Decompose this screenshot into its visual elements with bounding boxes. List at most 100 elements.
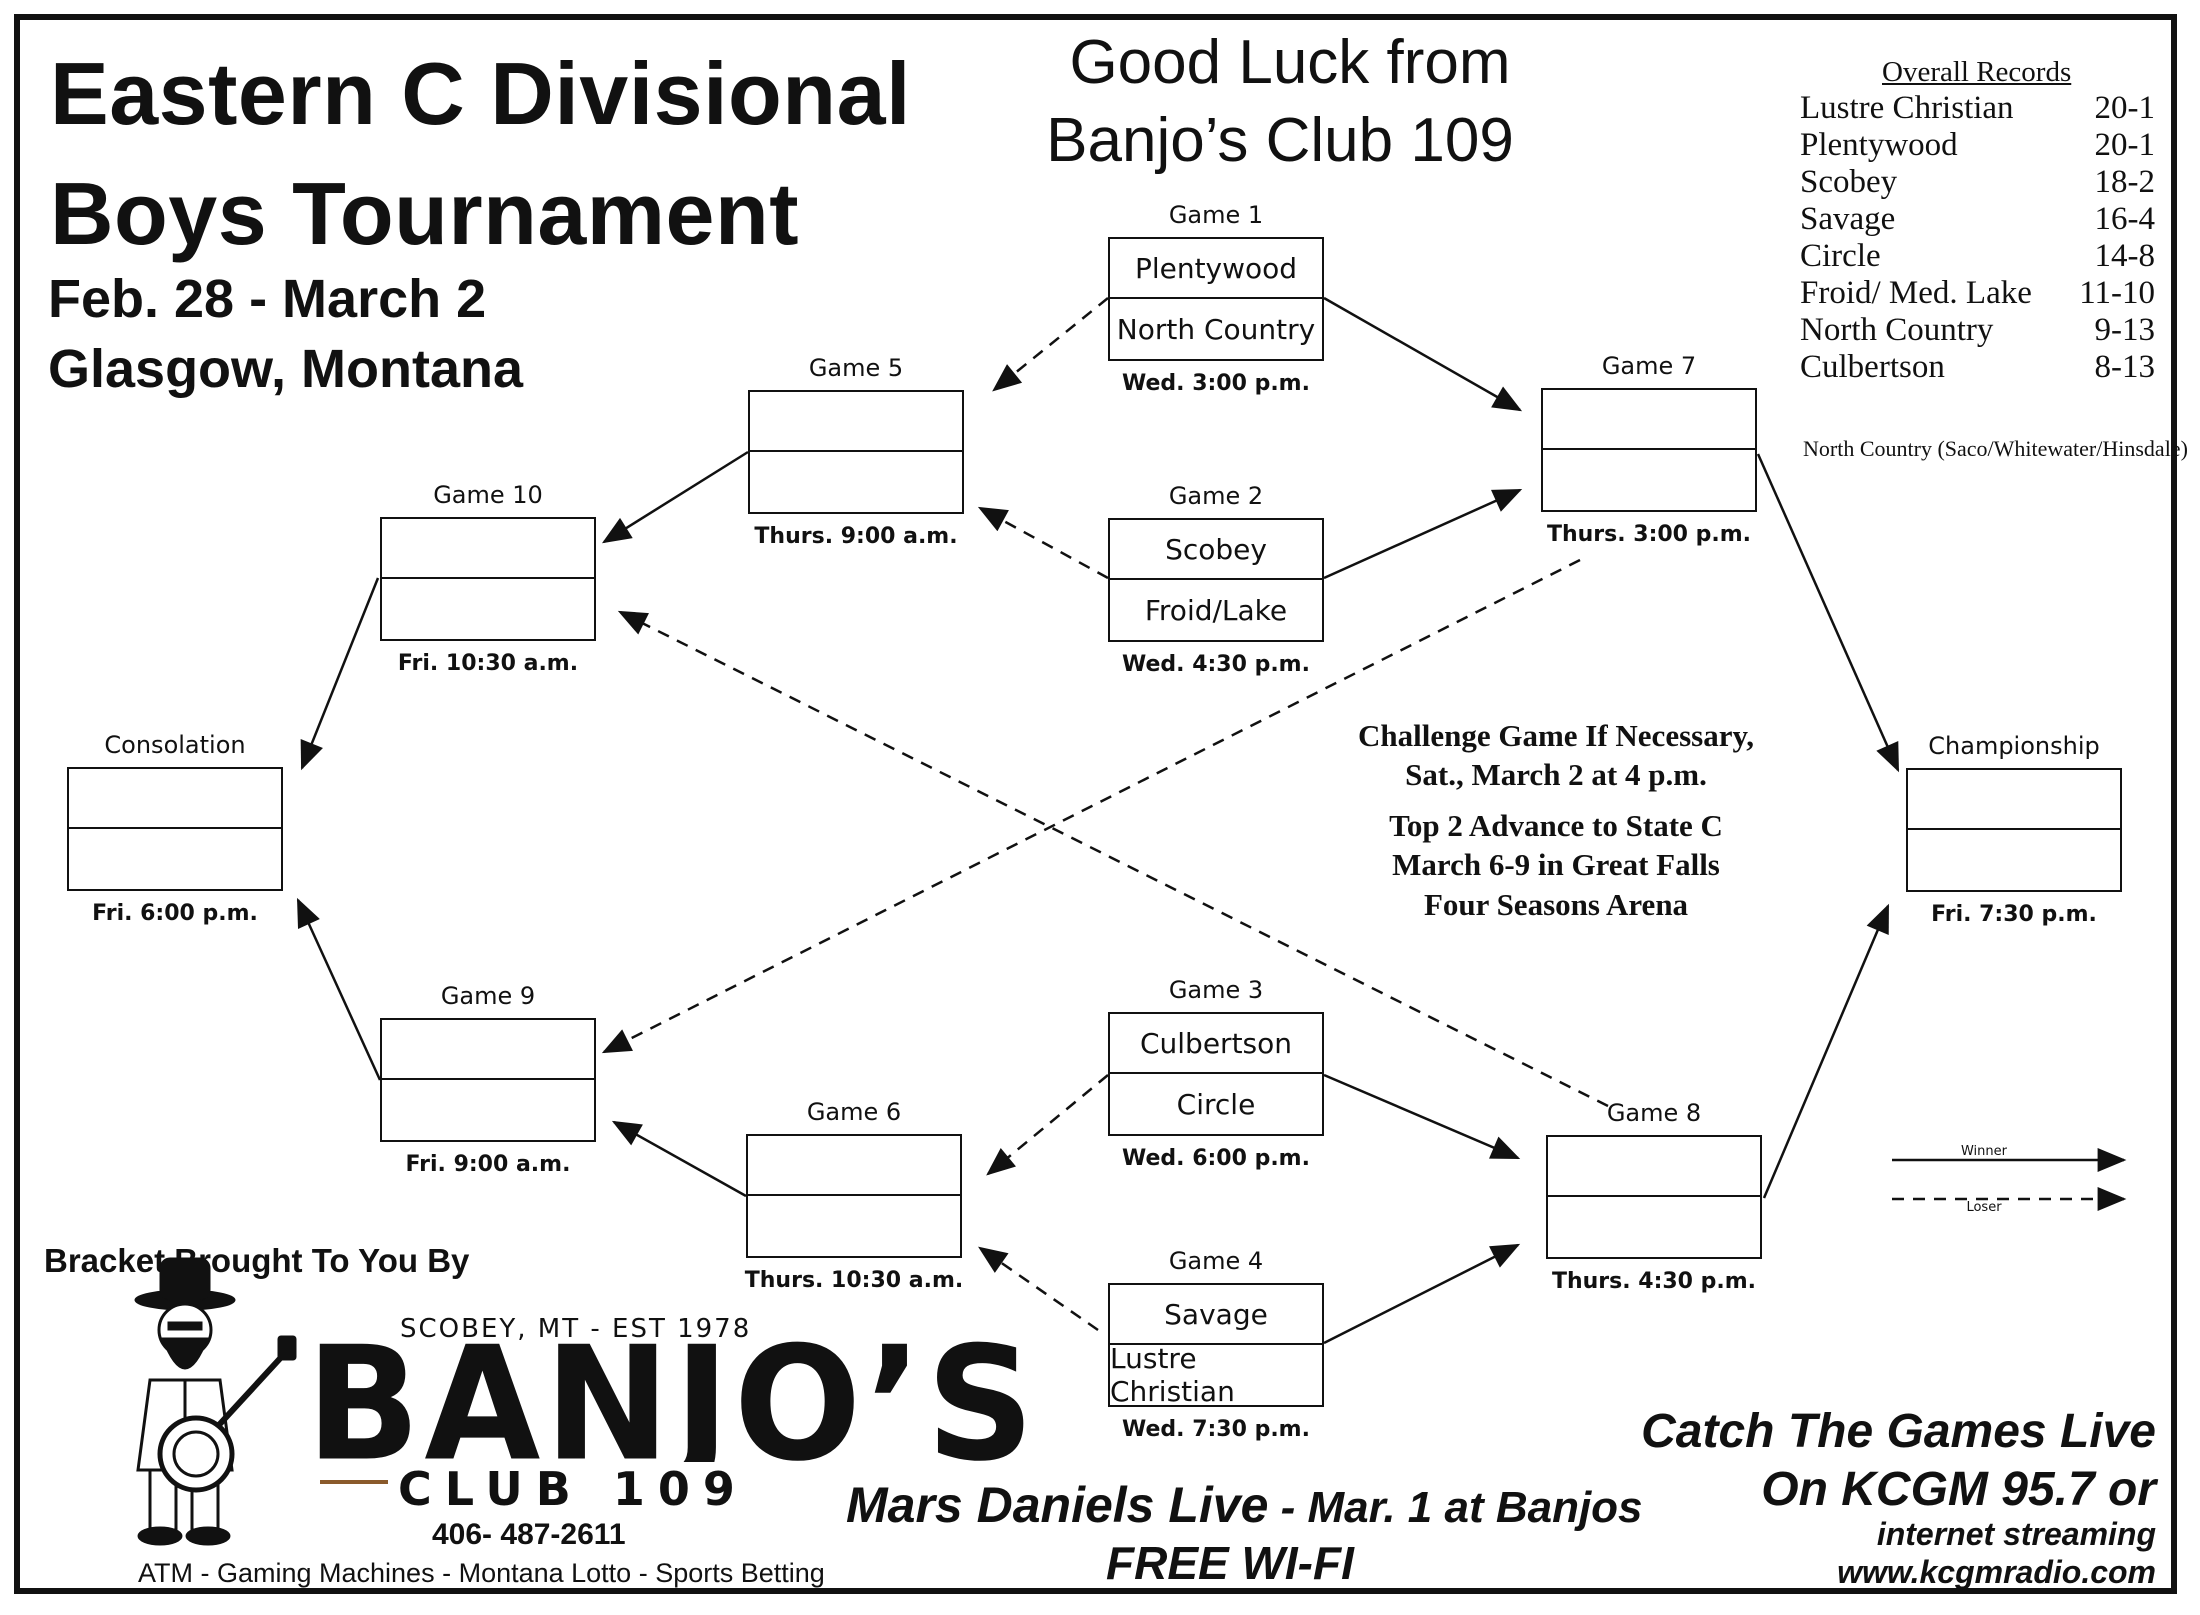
good-luck-line-2: Banjo’s Club 109 [1046, 106, 1514, 175]
game-time-champ: Fri. 7:30 p.m. [1931, 902, 2097, 927]
game-time-g7: Thurs. 3:00 p.m. [1546, 522, 1752, 547]
team-slot-bottom: Circle [1176, 1087, 1256, 1121]
record-team: Froid/ Med. Lake [1800, 275, 2032, 311]
team-slot-bottom: Froid/Lake [1144, 593, 1288, 627]
team-slot-bottom [382, 579, 594, 639]
record-team: Lustre Christian [1800, 90, 2014, 126]
team-slot-bottom [69, 829, 281, 889]
game-label-g7: Game 7 [1601, 352, 1697, 380]
team-slot-top [750, 392, 962, 452]
game-box-g8 [1546, 1135, 1762, 1259]
record-value: 16-4 [2094, 201, 2156, 237]
brought-by-label: Bracket Brought To You By [44, 1242, 470, 1279]
team-slot-bottom [750, 452, 962, 512]
game-label-g2: Game 2 [1168, 482, 1264, 510]
g7-winner-line [1756, 453, 1900, 773]
g8-winner-line [1762, 903, 1890, 1199]
team-slot-bottom [748, 1196, 960, 1256]
team-slot-bottom: Lustre Christian [1110, 1342, 1235, 1408]
game-label-g8: Game 8 [1606, 1099, 1702, 1127]
game-time-g3: Wed. 6:00 p.m. [1122, 1146, 1310, 1171]
tournament-dates: Feb. 28 - March 2 [48, 269, 487, 329]
advance-note: Top 2 Advance to State C March 6-9 in Gr… [1306, 806, 1806, 924]
team-slot-top [1548, 1137, 1760, 1197]
game-time-g4: Wed. 7:30 p.m. [1122, 1417, 1310, 1442]
record-team: Savage [1800, 201, 1896, 237]
game-box-g5 [748, 390, 964, 514]
advance-line-3: Four Seasons Arena [1423, 886, 1689, 922]
game-box-g10 [380, 517, 596, 641]
game-box-g9 [380, 1018, 596, 1142]
sponsor-logo-club: CLUB 109 [388, 1462, 758, 1516]
records-heading: Overall Records [1882, 56, 2072, 88]
g3-loser-line [986, 1074, 1109, 1176]
record-value: 20-1 [2094, 90, 2156, 126]
g3-winner-line [1323, 1073, 1521, 1160]
game-time-g10: Fri. 10:30 a.m. [397, 651, 579, 676]
advance-line-1: Top 2 Advance to State C [1389, 808, 1723, 843]
game-box-cons [67, 767, 283, 891]
game-label-g9: Game 9 [440, 982, 536, 1010]
g4-loser-line [978, 1246, 1099, 1332]
g9-winner-line [296, 897, 382, 1081]
legend-loser-label: Loser [1966, 1200, 2002, 1215]
record-value: 8-13 [2094, 349, 2156, 385]
legend-winner-label: Winner [1960, 1144, 2007, 1159]
game-box-g6 [746, 1134, 962, 1258]
challenge-line-1: Challenge Game If Necessary, [1357, 718, 1755, 753]
team-slot-top: Plentywood [1110, 239, 1322, 299]
record-team: Scobey [1800, 164, 1898, 200]
team-slot-bottom [1543, 450, 1755, 510]
record-value: 14-8 [2094, 238, 2156, 274]
g4-winner-line [1323, 1243, 1521, 1345]
game-time-g1: Wed. 3:00 p.m. [1122, 371, 1310, 396]
challenge-note: Challenge Game If Necessary, Sat., March… [1306, 716, 1806, 795]
tournament-location: Glasgow, Montana [48, 339, 524, 399]
good-luck-line-1: Good Luck from [1069, 28, 1511, 97]
g2-loser-line [977, 506, 1109, 580]
radio-line-3: internet streaming [1876, 1516, 2156, 1552]
sponsor-phone: 406- 487-2611 [432, 1518, 626, 1551]
team-slot-top: Scobey [1110, 520, 1322, 580]
game-time-g2: Wed. 4:30 p.m. [1122, 652, 1310, 677]
game-label-g5: Game 5 [808, 354, 904, 382]
team-slot-bottom [1548, 1197, 1760, 1257]
game-time-g9: Fri. 9:00 a.m. [405, 1152, 571, 1177]
challenge-line-2: Sat., March 2 at 4 p.m. [1405, 757, 1707, 793]
record-team: Circle [1800, 238, 1881, 274]
sponsor-amenities: ATM - Gaming Machines - Montana Lotto - … [138, 1558, 825, 1588]
game-box-g7 [1541, 388, 1757, 512]
title-line-2: Boys Tournament [50, 164, 800, 263]
radio-url[interactable]: www.kcgmradio.com [1837, 1554, 2156, 1590]
game-label-g4: Game 4 [1168, 1247, 1264, 1275]
team-slot-top [748, 1136, 960, 1196]
g10-winner-line [300, 577, 380, 771]
record-value: 11-10 [2079, 275, 2155, 311]
game-label-g1: Game 1 [1168, 201, 1264, 229]
team-slot-top [69, 769, 281, 829]
g7-loser-line [601, 558, 1581, 1054]
g6-winner-line [611, 1120, 747, 1198]
g2-winner-line [1323, 488, 1523, 580]
radio-line-2: On KCGM 95.7 or [1761, 1463, 2156, 1516]
game-time-g6: Thurs. 10:30 a.m. [744, 1268, 964, 1293]
game-label-cons: Consolation [104, 731, 246, 759]
game-time-g5: Thurs. 9:00 a.m. [754, 524, 958, 549]
advance-line-2: March 6-9 in Great Falls [1392, 847, 1720, 883]
radio-line-1: Catch The Games Live [1641, 1405, 2156, 1458]
title-line-1: Eastern C Divisional [50, 44, 911, 143]
team-slot-top: Culbertson [1110, 1014, 1322, 1074]
game-label-g3: Game 3 [1168, 976, 1264, 1004]
record-team: North Country [1800, 312, 1994, 348]
team-slot-top [1908, 770, 2120, 830]
team-slot-bottom [1908, 830, 2120, 890]
record-value: 20-1 [2094, 127, 2156, 163]
mars-daniels-event: Mars Daniels Live - Mar. 1 at Banjos [846, 1476, 1643, 1534]
team-slot-top [382, 519, 594, 579]
record-value: 18-2 [2094, 164, 2156, 200]
page-border [14, 14, 2177, 1594]
sponsor-tagline: SCOBEY, MT - EST 1978 [400, 1314, 752, 1344]
